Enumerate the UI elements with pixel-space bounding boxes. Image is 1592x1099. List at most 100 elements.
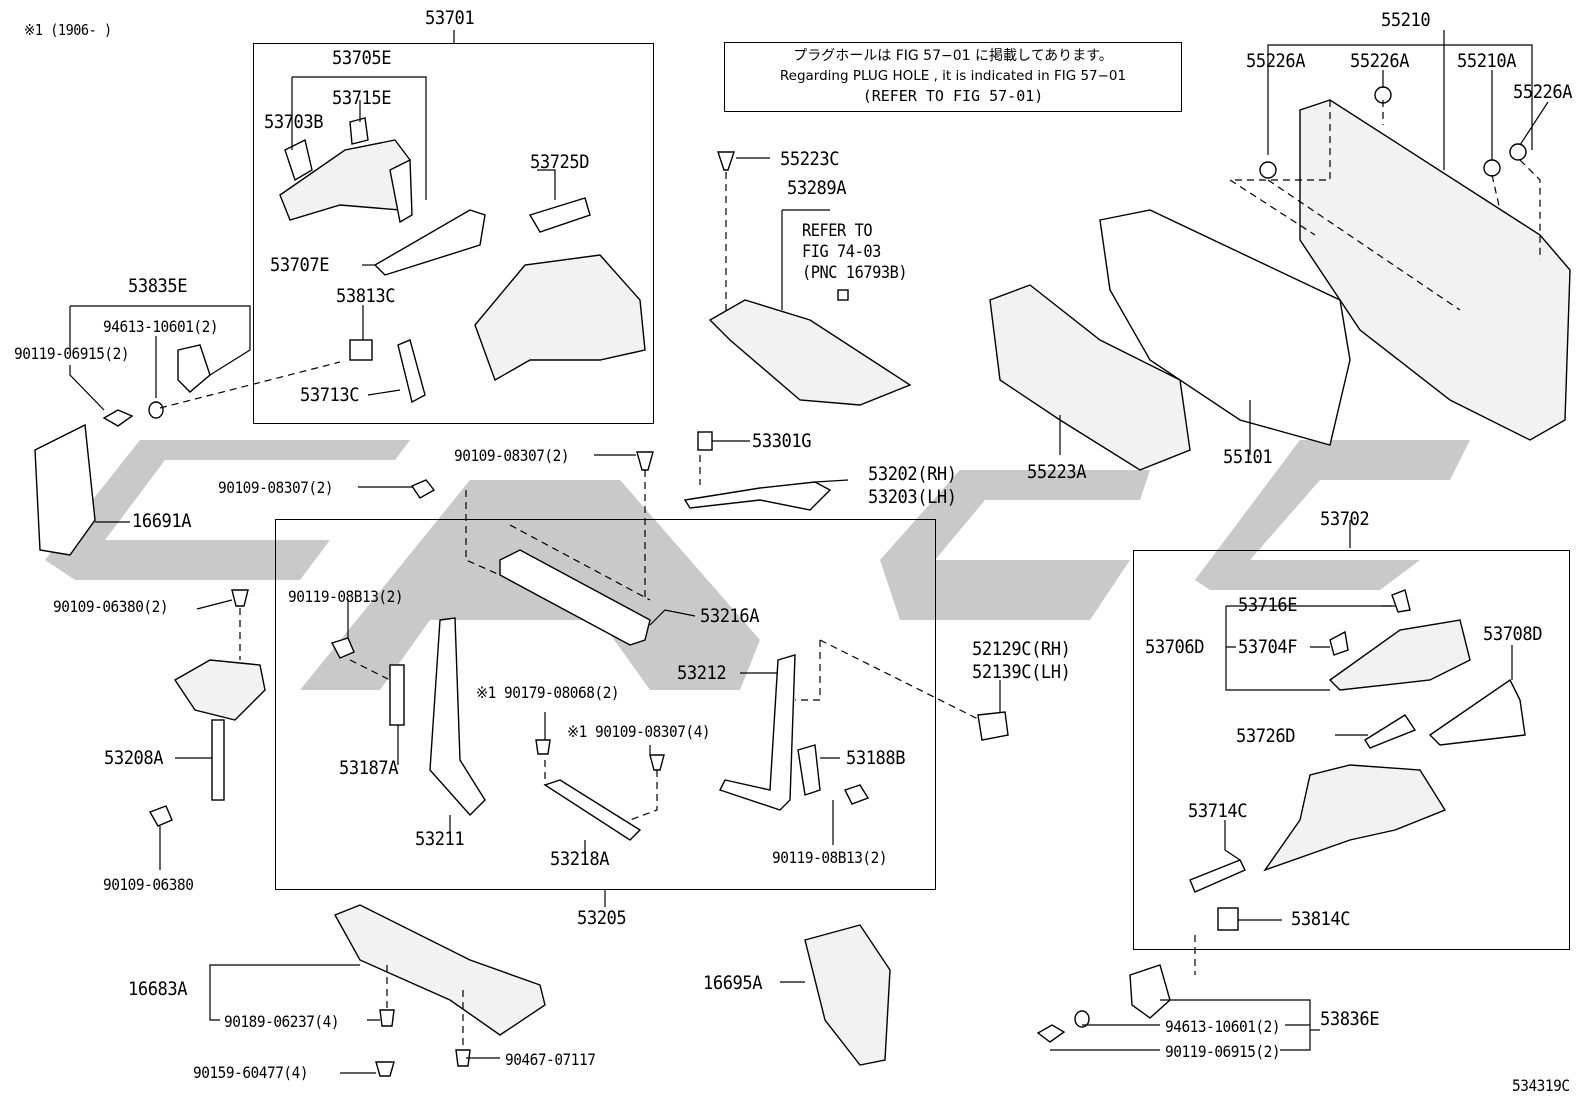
- callout-53202[interactable]: 53202(RH): [868, 463, 957, 485]
- callout-90189-06237[interactable]: 90189-06237(4): [224, 1012, 340, 1031]
- callout-53716E[interactable]: 53716E: [1238, 594, 1298, 616]
- bolt-90119-08B13-b-shape: [844, 784, 870, 805]
- part-53212-shape: [719, 654, 796, 811]
- callout-53702[interactable]: 53702: [1320, 508, 1370, 530]
- part-53813C-shape: [349, 339, 373, 361]
- callout-53703B[interactable]: 53703B: [264, 111, 324, 133]
- callout-53211[interactable]: 53211: [415, 828, 465, 850]
- callout-53212[interactable]: 53212: [677, 662, 727, 684]
- callout-53708D[interactable]: 53708D: [1483, 623, 1543, 645]
- part-53216A-shape: [499, 549, 651, 646]
- group-box-53702: [1133, 550, 1570, 950]
- part-16793B-shape: [837, 289, 849, 301]
- callout-53836E[interactable]: 53836E: [1320, 1008, 1380, 1030]
- refer-note-line-2: FIG 74-03: [802, 242, 881, 262]
- callout-52139C[interactable]: 52139C(LH): [972, 661, 1071, 683]
- callout-53289A[interactable]: 53289A: [787, 177, 847, 199]
- callout-53714C[interactable]: 53714C: [1188, 800, 1248, 822]
- callout-16691A[interactable]: 16691A: [132, 510, 192, 532]
- callout-53725D[interactable]: 53725D: [530, 151, 590, 173]
- part-53706D-shape: [1328, 619, 1471, 691]
- callout-90467-07117[interactable]: 90467-07117: [505, 1050, 596, 1069]
- group-box-53205: [275, 519, 936, 890]
- callout-90109-08307-c[interactable]: ※1 90109-08307(4): [567, 722, 711, 741]
- bolt-90109-06380-a-shape: [231, 589, 249, 607]
- part-53188B-shape: [797, 744, 821, 796]
- part-53211-shape: [429, 617, 486, 817]
- callout-53188B[interactable]: 53188B: [846, 747, 906, 769]
- callout-53301G[interactable]: 53301G: [752, 430, 812, 452]
- callout-90119-06915-a[interactable]: 90119-06915(2): [14, 344, 130, 363]
- refer-note-line-3: (PNC 16793B): [802, 263, 908, 283]
- callout-53187A[interactable]: 53187A: [339, 757, 399, 779]
- callout-55223C[interactable]: 55223C: [780, 148, 840, 170]
- callout-53707E[interactable]: 53707E: [270, 254, 330, 276]
- part-53289A-cover-shape: [708, 299, 912, 406]
- callout-53835E[interactable]: 53835E: [128, 275, 188, 297]
- notice-line-english: Regarding PLUG HOLE , it is indicated in…: [779, 68, 1127, 84]
- clip-90189-shape: [379, 1009, 395, 1027]
- callout-16695A[interactable]: 16695A: [703, 972, 763, 994]
- callout-53814C[interactable]: 53814C: [1291, 908, 1351, 930]
- part-16695A-shape: [804, 924, 891, 1066]
- clip-90467-shape: [455, 1049, 471, 1067]
- callout-90119-06915-b[interactable]: 90119-06915(2): [1165, 1042, 1281, 1061]
- callout-53205[interactable]: 53205: [577, 907, 627, 929]
- callout-53203[interactable]: 53203(LH): [868, 486, 957, 508]
- callout-55210A[interactable]: 55210A: [1457, 50, 1517, 72]
- callout-53208A[interactable]: 53208A: [104, 747, 164, 769]
- washer-94613-b-shape: [1074, 1010, 1090, 1028]
- part-52129C-shape: [977, 711, 1009, 741]
- callout-53813C[interactable]: 53813C: [336, 285, 396, 307]
- callout-90159-60477[interactable]: 90159-60477(4): [193, 1063, 309, 1082]
- callout-53218A[interactable]: 53218A: [550, 848, 610, 870]
- dashed-lines: [159, 100, 1541, 1050]
- callout-90109-06380-a[interactable]: 90109-06380(2): [53, 597, 169, 616]
- callout-52129C[interactable]: 52129C(RH): [972, 638, 1071, 660]
- callout-90109-08307-b[interactable]: 90109-08307(2): [218, 478, 334, 497]
- callout-53216A[interactable]: 53216A: [700, 605, 760, 627]
- callout-90119-08B13-a[interactable]: 90119-08B13(2): [288, 587, 404, 606]
- callout-55226A-2[interactable]: 55226A: [1350, 50, 1410, 72]
- callout-55210[interactable]: 55210: [1381, 9, 1431, 31]
- header-note: ※1 (1906- ): [24, 21, 112, 39]
- callout-53726D[interactable]: 53726D: [1236, 725, 1296, 747]
- part-53713C-shape: [397, 339, 426, 404]
- clip-55226A-shapes: [1259, 86, 1527, 179]
- washer-94613-a-shape: [148, 401, 164, 419]
- callout-90109-08307-a[interactable]: 90109-08307(2): [454, 446, 570, 465]
- callout-53715E[interactable]: 53715E: [332, 87, 392, 109]
- notice-line-refer: (REFER TO FIG 57-01): [862, 87, 1044, 105]
- callout-90179-08068[interactable]: ※1 90179-08068(2): [476, 683, 620, 702]
- notice-line-japanese: プラグホールは FIG 57−01 に掲載してあります。: [793, 48, 1113, 64]
- part-53725D-shape: [528, 197, 591, 233]
- bolt-90109-08307-shapes: [410, 451, 654, 499]
- part-53301G-shape: [697, 431, 713, 451]
- part-53707E-shape: [373, 209, 486, 276]
- part-53835E-bracket-shape: [177, 344, 211, 393]
- part-16691A-shape: [34, 423, 96, 556]
- refer-note-line-1: REFER TO: [802, 221, 873, 241]
- callout-55226A-1[interactable]: 55226A: [1246, 50, 1306, 72]
- callout-55223A[interactable]: 55223A: [1027, 461, 1087, 483]
- callout-94613-10601-a[interactable]: 94613-10601(2): [103, 317, 219, 336]
- part-apron-rh-shape: [1263, 764, 1447, 872]
- part-53704F-shape: [1329, 630, 1349, 656]
- callout-53713C[interactable]: 53713C: [300, 384, 360, 406]
- callout-55226A-3[interactable]: 55226A: [1513, 81, 1573, 103]
- callout-90109-06380-b[interactable]: 90109-06380: [103, 875, 194, 894]
- callout-53706D[interactable]: 53706D: [1145, 636, 1205, 658]
- callout-53701[interactable]: 53701: [425, 7, 475, 29]
- callout-90119-08B13-b[interactable]: 90119-08B13(2): [772, 848, 888, 867]
- part-53208A-shape: [174, 659, 266, 801]
- callout-53705E[interactable]: 53705E: [332, 47, 392, 69]
- callout-55101[interactable]: 55101: [1223, 446, 1273, 468]
- callout-53704F[interactable]: 53704F: [1238, 636, 1298, 658]
- bolt-90119-08B13-a-shape: [330, 637, 355, 659]
- callout-94613-10601-b[interactable]: 94613-10601(2): [1165, 1017, 1281, 1036]
- callout-16683A[interactable]: 16683A: [128, 978, 188, 1000]
- group-box-53701: [253, 43, 654, 424]
- part-55101-dash-panel-shape: [1099, 209, 1351, 446]
